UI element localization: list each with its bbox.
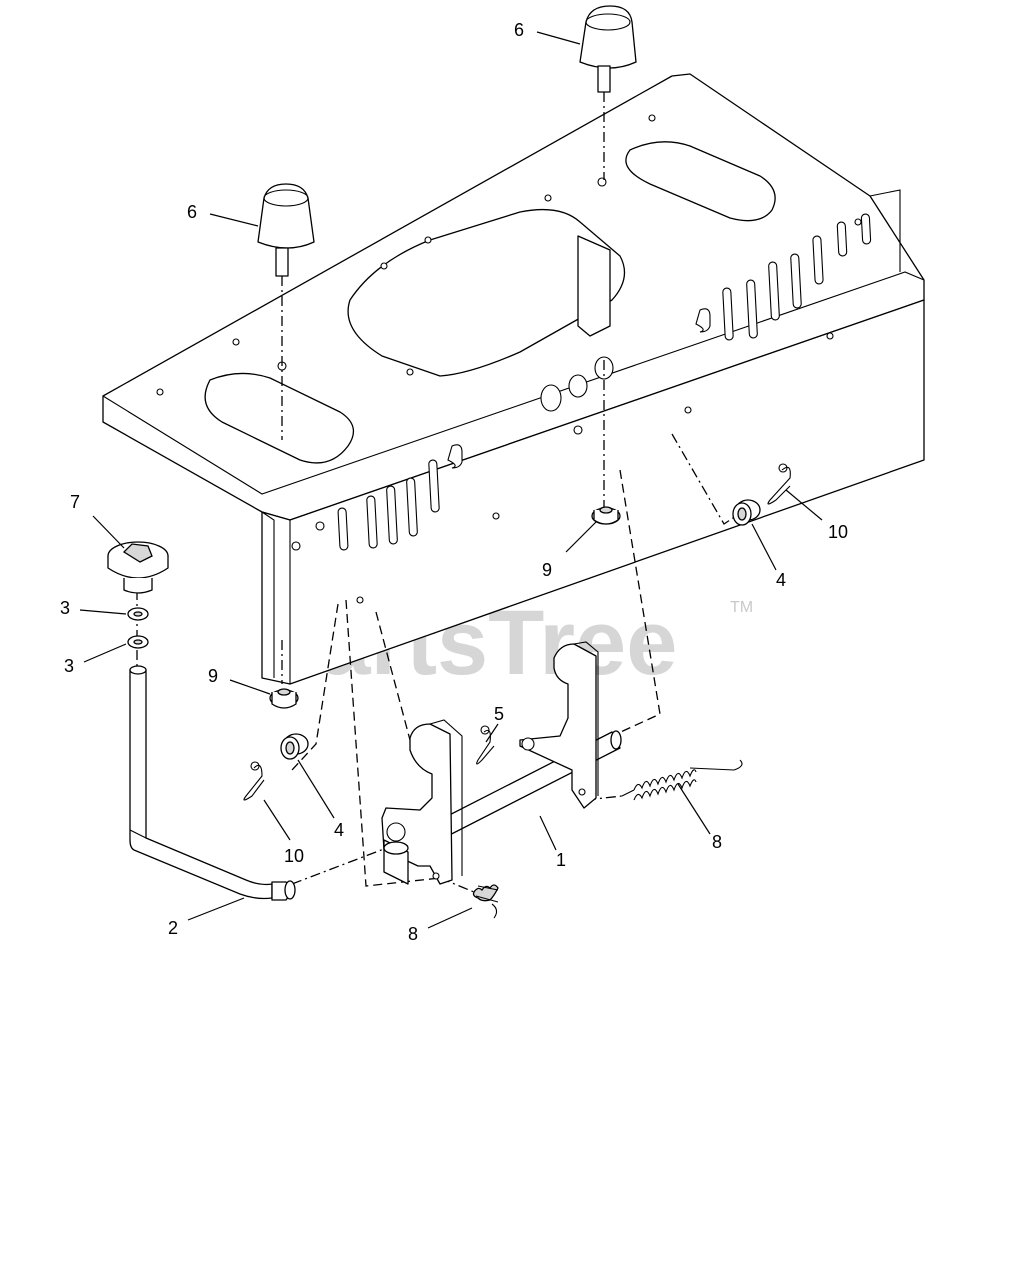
callout-8: 8 xyxy=(408,924,418,944)
frame-hole xyxy=(826,332,834,340)
frame-hole xyxy=(648,114,656,122)
callout-4: 4 xyxy=(776,570,786,590)
frame-hole xyxy=(156,388,164,396)
callout-10: 10 xyxy=(828,522,848,542)
watermark-trademark: TM xyxy=(730,599,753,616)
frame-hole xyxy=(380,262,388,270)
bushing-right xyxy=(732,499,761,526)
knob xyxy=(107,541,169,594)
callout-6: 6 xyxy=(514,20,524,40)
frame-hole xyxy=(406,368,414,376)
bumper-top xyxy=(579,5,637,93)
callout-10: 10 xyxy=(284,846,304,866)
frame-hole xyxy=(356,596,364,604)
flange-nut-right xyxy=(591,506,621,525)
callout-3: 3 xyxy=(64,656,74,676)
lift-shaft-assembly xyxy=(381,641,622,885)
frame-bracket xyxy=(577,235,611,337)
frame-hole xyxy=(684,406,692,414)
frame-hole xyxy=(291,541,301,551)
callout-9: 9 xyxy=(208,666,218,686)
frame-cutout-right xyxy=(625,141,776,222)
callouts: 6 6 7 3 3 9 9 10 4 5 4 10 1 8 2 8 xyxy=(60,20,848,944)
frame-hole xyxy=(597,177,607,187)
callout-4: 4 xyxy=(334,820,344,840)
frame-hole-large xyxy=(568,374,588,398)
callout-8: 8 xyxy=(712,832,722,852)
bumper-left xyxy=(257,183,315,277)
frame-cutout-left xyxy=(204,372,355,464)
callout-9: 9 xyxy=(542,560,552,580)
extension-spring-lower xyxy=(472,884,499,919)
washer-lower xyxy=(127,635,149,649)
frame-side-slots xyxy=(337,213,872,551)
callout-5: 5 xyxy=(494,704,504,724)
callout-7: 7 xyxy=(70,492,80,512)
leader-lines xyxy=(79,31,823,929)
frame-hole xyxy=(573,425,583,435)
frame-assembly xyxy=(102,73,925,685)
frame-cutout-center xyxy=(347,208,626,377)
washer-upper xyxy=(127,607,149,621)
callout-2: 2 xyxy=(168,918,178,938)
callout-1: 1 xyxy=(556,850,566,870)
hairpin-clip-center xyxy=(476,725,495,765)
frame-hole xyxy=(232,338,240,346)
frame-hole xyxy=(424,236,432,244)
frame-hole xyxy=(492,512,500,520)
lift-rod xyxy=(129,665,296,901)
callout-6: 6 xyxy=(187,202,197,222)
frame-flange-corner xyxy=(261,511,275,678)
hairpin-clip-left xyxy=(243,761,265,801)
frame-hole xyxy=(315,521,325,531)
frame-flange-top xyxy=(869,189,901,272)
hairpin-clip-right xyxy=(767,463,791,505)
frame-hole-large xyxy=(540,384,562,412)
bushing-left xyxy=(280,733,309,760)
callout-3: 3 xyxy=(60,598,70,618)
flange-nut-left xyxy=(269,688,299,709)
extension-spring-right xyxy=(621,759,743,801)
frame-hole xyxy=(854,218,862,226)
frame-hole xyxy=(544,194,552,202)
